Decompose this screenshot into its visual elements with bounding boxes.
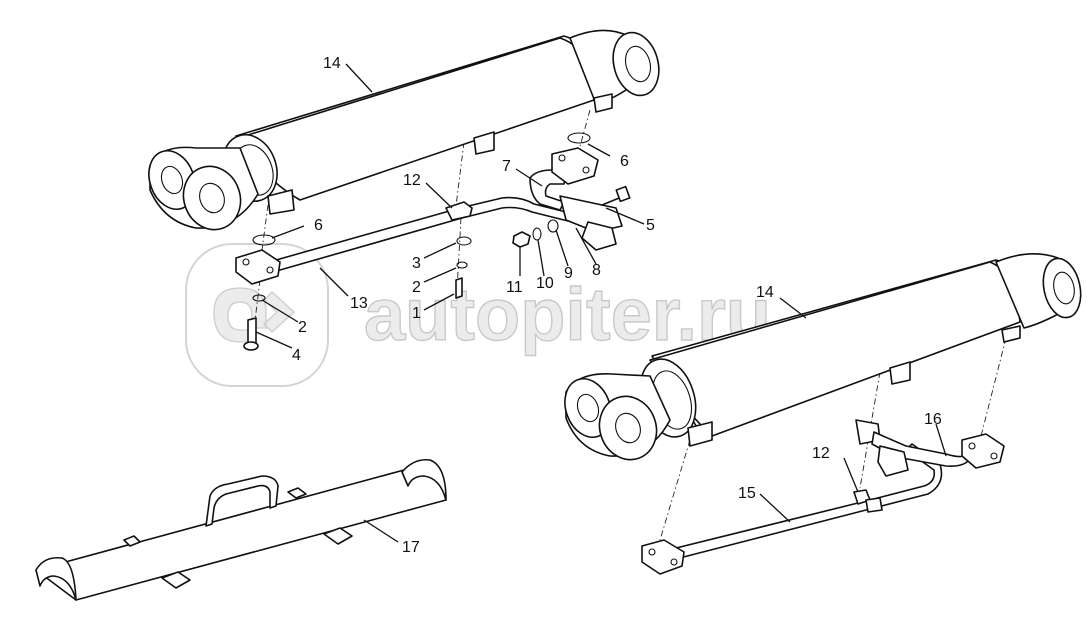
callout-6-upper: 6 (620, 153, 629, 170)
callout-5: 5 (646, 217, 655, 234)
callout-1: 1 (412, 305, 421, 322)
callout-3: 3 (412, 255, 421, 272)
callout-16: 16 (924, 411, 942, 428)
callout-12-lower: 12 (812, 445, 830, 462)
callout-8: 8 (592, 262, 601, 279)
watermark: autopiter.ru (185, 243, 772, 387)
leader-lines (255, 63, 947, 543)
callout-7: 7 (502, 158, 511, 175)
callout-labels: 14 12 7 6 6 5 3 2 1 11 10 9 8 13 2 4 14 … (292, 55, 942, 556)
callout-17: 17 (402, 539, 420, 556)
callout-10: 10 (536, 275, 554, 292)
callout-11: 11 (506, 279, 523, 296)
hydraulic-cylinder-lower (564, 253, 1082, 461)
watermark-text: autopiter.ru (364, 273, 771, 356)
pipe-assembly-upper (235, 132, 631, 351)
cylinder-guard (35, 458, 447, 601)
callout-13: 13 (350, 295, 368, 312)
callout-2-lower: 2 (298, 319, 307, 336)
callout-15: 15 (738, 485, 756, 502)
callout-14-lower: 14 (756, 284, 774, 301)
hydraulic-cylinder-upper (148, 29, 660, 231)
callout-14-upper: 14 (323, 55, 341, 72)
callout-6-lower: 6 (314, 217, 323, 234)
pipe-assembly-lower (641, 419, 1005, 575)
callout-2-upper: 2 (412, 279, 421, 296)
callout-9: 9 (564, 265, 573, 282)
callout-4: 4 (292, 347, 301, 364)
callout-12-upper: 12 (403, 172, 421, 189)
